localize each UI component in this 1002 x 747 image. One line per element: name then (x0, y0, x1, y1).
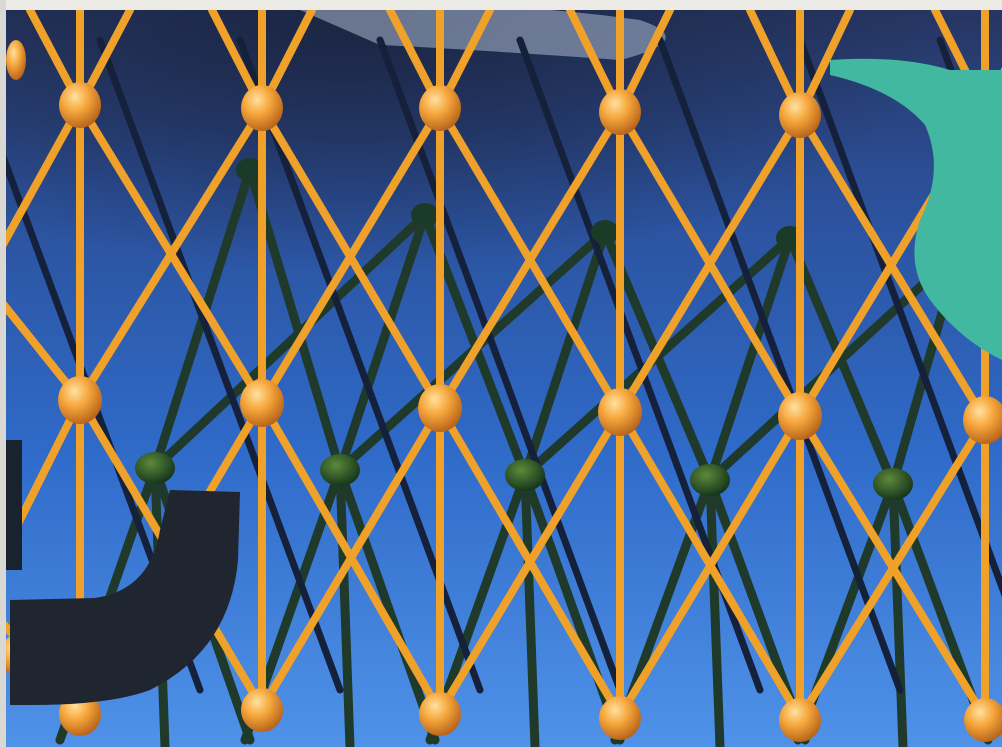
orange-node (599, 696, 641, 740)
green-node (411, 203, 439, 227)
green-node (873, 468, 913, 500)
green-node (135, 452, 175, 484)
orange-node (59, 82, 101, 128)
orange-node (598, 388, 642, 436)
orange-node (419, 85, 461, 131)
green-node (505, 459, 545, 491)
orange-node (58, 376, 102, 424)
orange-node (6, 40, 26, 80)
orange-node (599, 89, 641, 135)
green-node (591, 220, 619, 244)
orange-node (419, 692, 461, 736)
orange-node (418, 384, 462, 432)
orange-node (241, 85, 283, 131)
orange-node (240, 379, 284, 427)
orange-node (779, 698, 821, 742)
orange-node (778, 392, 822, 440)
paper-top-edge (0, 0, 1002, 10)
orange-node (241, 688, 283, 732)
green-node (690, 464, 730, 496)
orange-node (779, 92, 821, 138)
green-node (320, 454, 360, 486)
paper-left-edge (0, 0, 6, 747)
